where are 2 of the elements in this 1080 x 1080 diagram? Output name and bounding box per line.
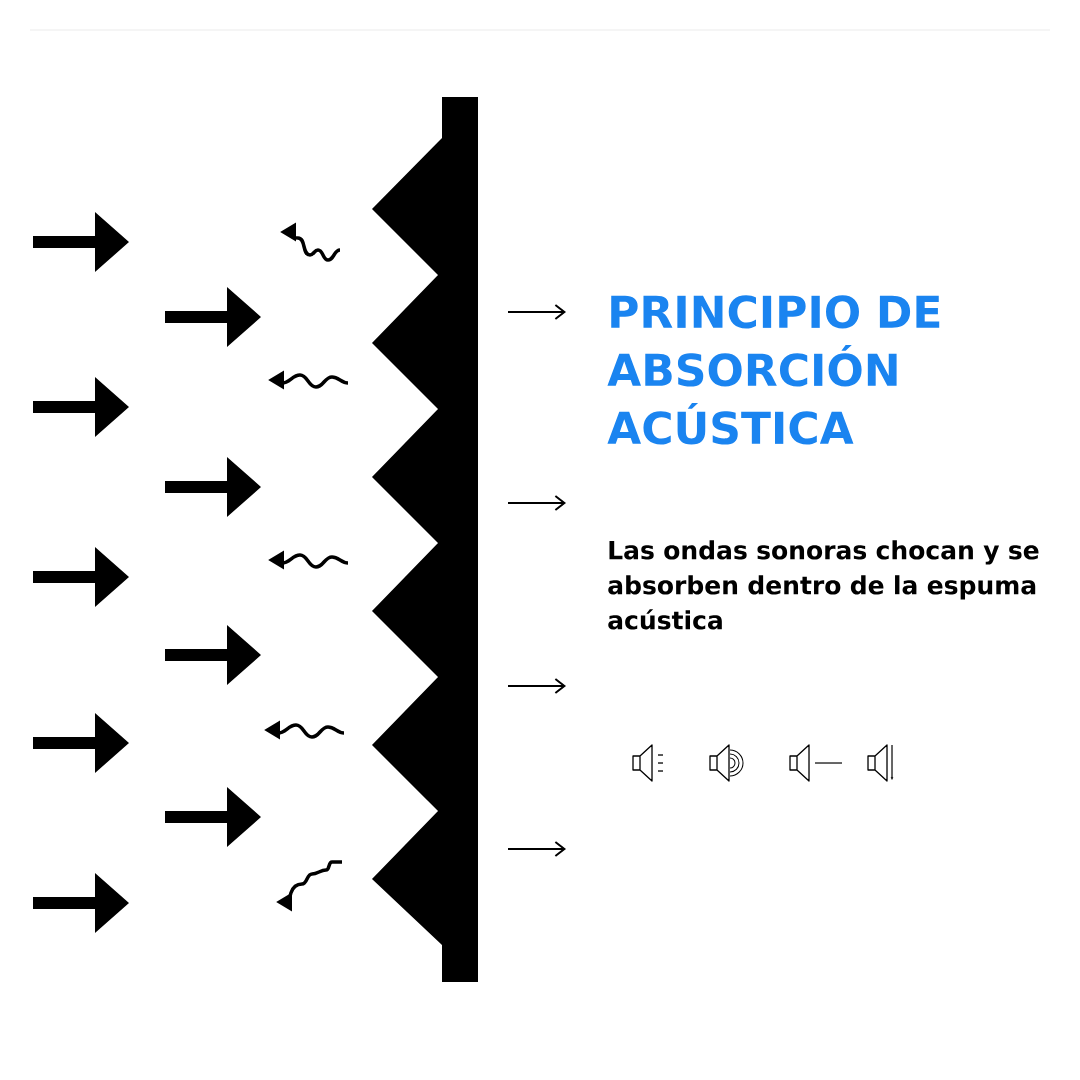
description: Las ondas sonoras chocan y se absorben dentro de la espuma acústica [608, 540, 1039, 630]
title: PRINCIPIO DE ABSORCIÓN ACÚSTICA [607, 295, 940, 445]
